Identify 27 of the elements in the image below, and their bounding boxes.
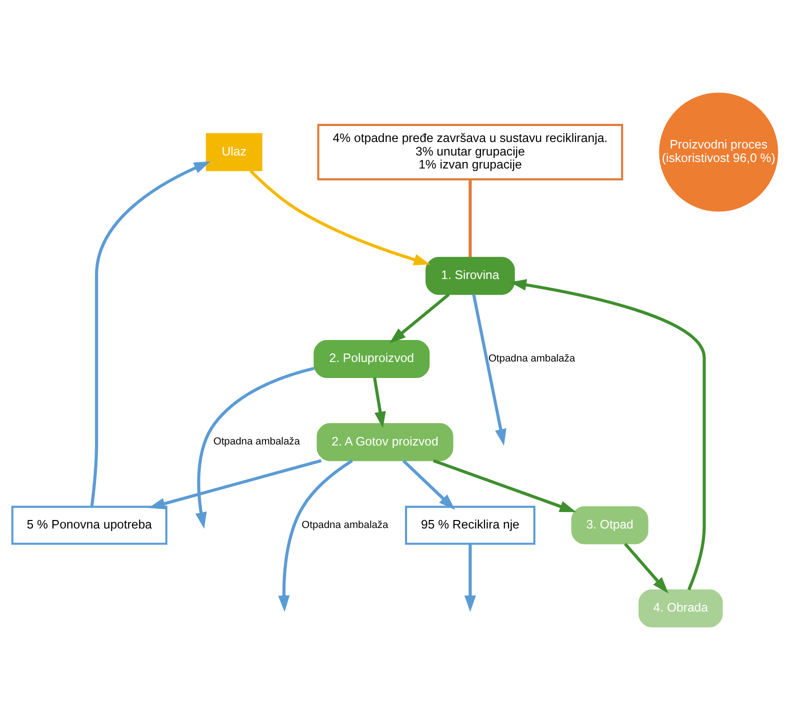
node-box: 4% otpadne pređe završava u sustavu recikliranja. 3% unutar grupacije 1% izvan grupacije bbox=[317, 124, 624, 180]
node-box: 95 % Reciklira nje bbox=[405, 506, 536, 545]
arrow bbox=[624, 542, 668, 594]
arrow bbox=[472, 294, 506, 446]
edge-label: Otpadna ambalaža bbox=[302, 520, 388, 531]
arrow bbox=[148, 459, 322, 510]
arrow bbox=[195, 366, 314, 529]
arrow bbox=[464, 544, 476, 612]
arrow bbox=[389, 293, 450, 344]
arrow bbox=[402, 460, 456, 510]
arrow bbox=[432, 459, 576, 512]
node-circle: Proizvodni proces (iskoristivost 96,0 %) bbox=[659, 92, 778, 212]
node-box: 1. Sirovina bbox=[426, 256, 515, 295]
node-box: 2. A Gotov proizvod bbox=[316, 423, 454, 462]
node-box: 4. Obrada bbox=[638, 589, 723, 628]
arrow bbox=[373, 377, 386, 428]
node-box: 5 % Ponovna upotreba bbox=[11, 506, 168, 545]
edge-label: Otpadna ambalaža bbox=[213, 436, 300, 448]
arrow bbox=[510, 279, 706, 590]
arrow bbox=[278, 459, 353, 612]
node-box: 2. Poluproizvod bbox=[314, 340, 430, 378]
node-box: 3. Otpad bbox=[571, 506, 648, 544]
edge-label: Otpadna ambalaža bbox=[488, 354, 576, 365]
arrow bbox=[90, 161, 211, 507]
arrow bbox=[249, 170, 430, 266]
connector bbox=[468, 180, 472, 258]
node-box: Ulaz bbox=[206, 133, 262, 172]
